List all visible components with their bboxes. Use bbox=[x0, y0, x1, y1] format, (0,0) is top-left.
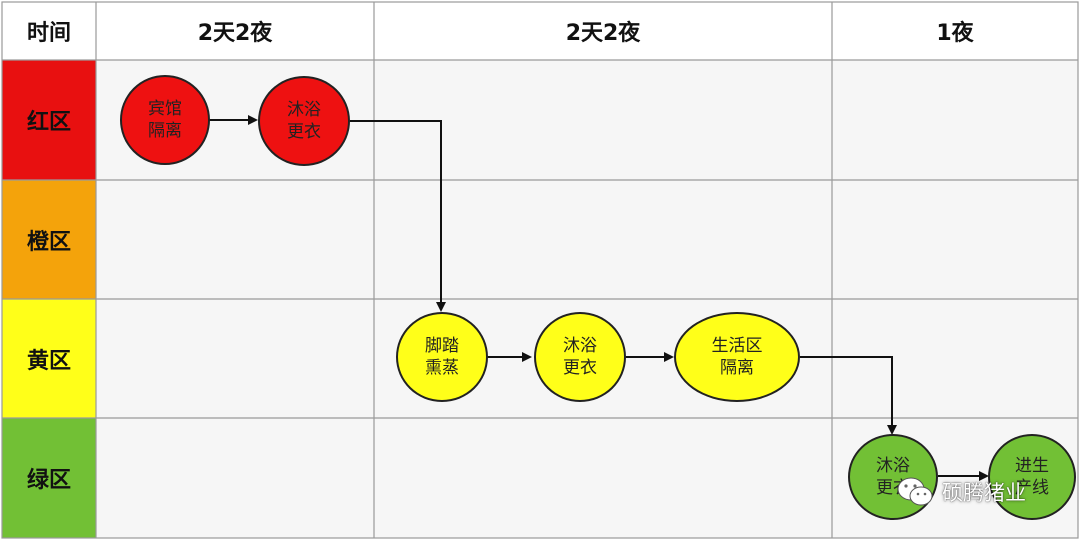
node-text: 熏蒸 bbox=[425, 358, 459, 378]
node-text: 沐浴 bbox=[876, 456, 910, 476]
zone-green-label: 绿区 bbox=[26, 468, 71, 493]
header-col-3: 1夜 bbox=[936, 21, 974, 46]
node-shower-yellow: 沐浴 更衣 bbox=[534, 312, 626, 402]
node-text: 沐浴 bbox=[563, 336, 597, 356]
node-text: 进生 bbox=[1015, 456, 1049, 476]
wechat-icon bbox=[897, 477, 933, 506]
node-text: 沐浴 bbox=[287, 100, 321, 120]
node-shower-red: 沐浴 更衣 bbox=[258, 76, 350, 166]
node-text: 隔离 bbox=[720, 358, 754, 378]
zone-yellow-bg bbox=[2, 299, 96, 418]
flow-arrows bbox=[209, 115, 989, 481]
node-text: 产线 bbox=[1015, 478, 1049, 498]
header-col-2: 2天2夜 bbox=[565, 21, 641, 46]
node-living-area: 生活区 隔离 bbox=[674, 312, 800, 402]
node-text: 更衣 bbox=[563, 358, 597, 378]
zone-red-label: 红区 bbox=[26, 110, 71, 135]
watermark: 硕腾猪业 bbox=[896, 472, 1026, 512]
zone-orange-bg bbox=[2, 180, 96, 299]
arrow-yellow-to-green bbox=[800, 356, 897, 435]
node-text: 更衣 bbox=[287, 122, 321, 142]
node-text: 生活区 bbox=[711, 336, 763, 356]
header-row-bg bbox=[2, 2, 1078, 60]
arrow-red-to-yellow bbox=[350, 120, 446, 312]
node-hotel-isolation: 宾馆 隔离 bbox=[120, 75, 210, 165]
header-time: 时间 bbox=[26, 21, 71, 46]
zone-orange-label: 橙区 bbox=[26, 229, 71, 255]
node-foot-bath: 脚踏 熏蒸 bbox=[396, 312, 488, 402]
zone-green-bg bbox=[2, 418, 96, 538]
node-text: 宾馆 bbox=[148, 99, 182, 119]
zone-yellow-label: 黄区 bbox=[26, 348, 71, 374]
node-text: 脚踏 bbox=[425, 336, 459, 356]
node-text: 隔离 bbox=[148, 121, 182, 141]
node-shower-green: 沐浴 更衣 bbox=[848, 434, 938, 520]
header-col-1: 2天2夜 bbox=[197, 21, 273, 46]
node-enter-production-line: 进生 产线 bbox=[988, 434, 1076, 520]
watermark-text: 硕腾猪业 bbox=[942, 481, 1026, 505]
zone-red-bg bbox=[2, 60, 96, 180]
